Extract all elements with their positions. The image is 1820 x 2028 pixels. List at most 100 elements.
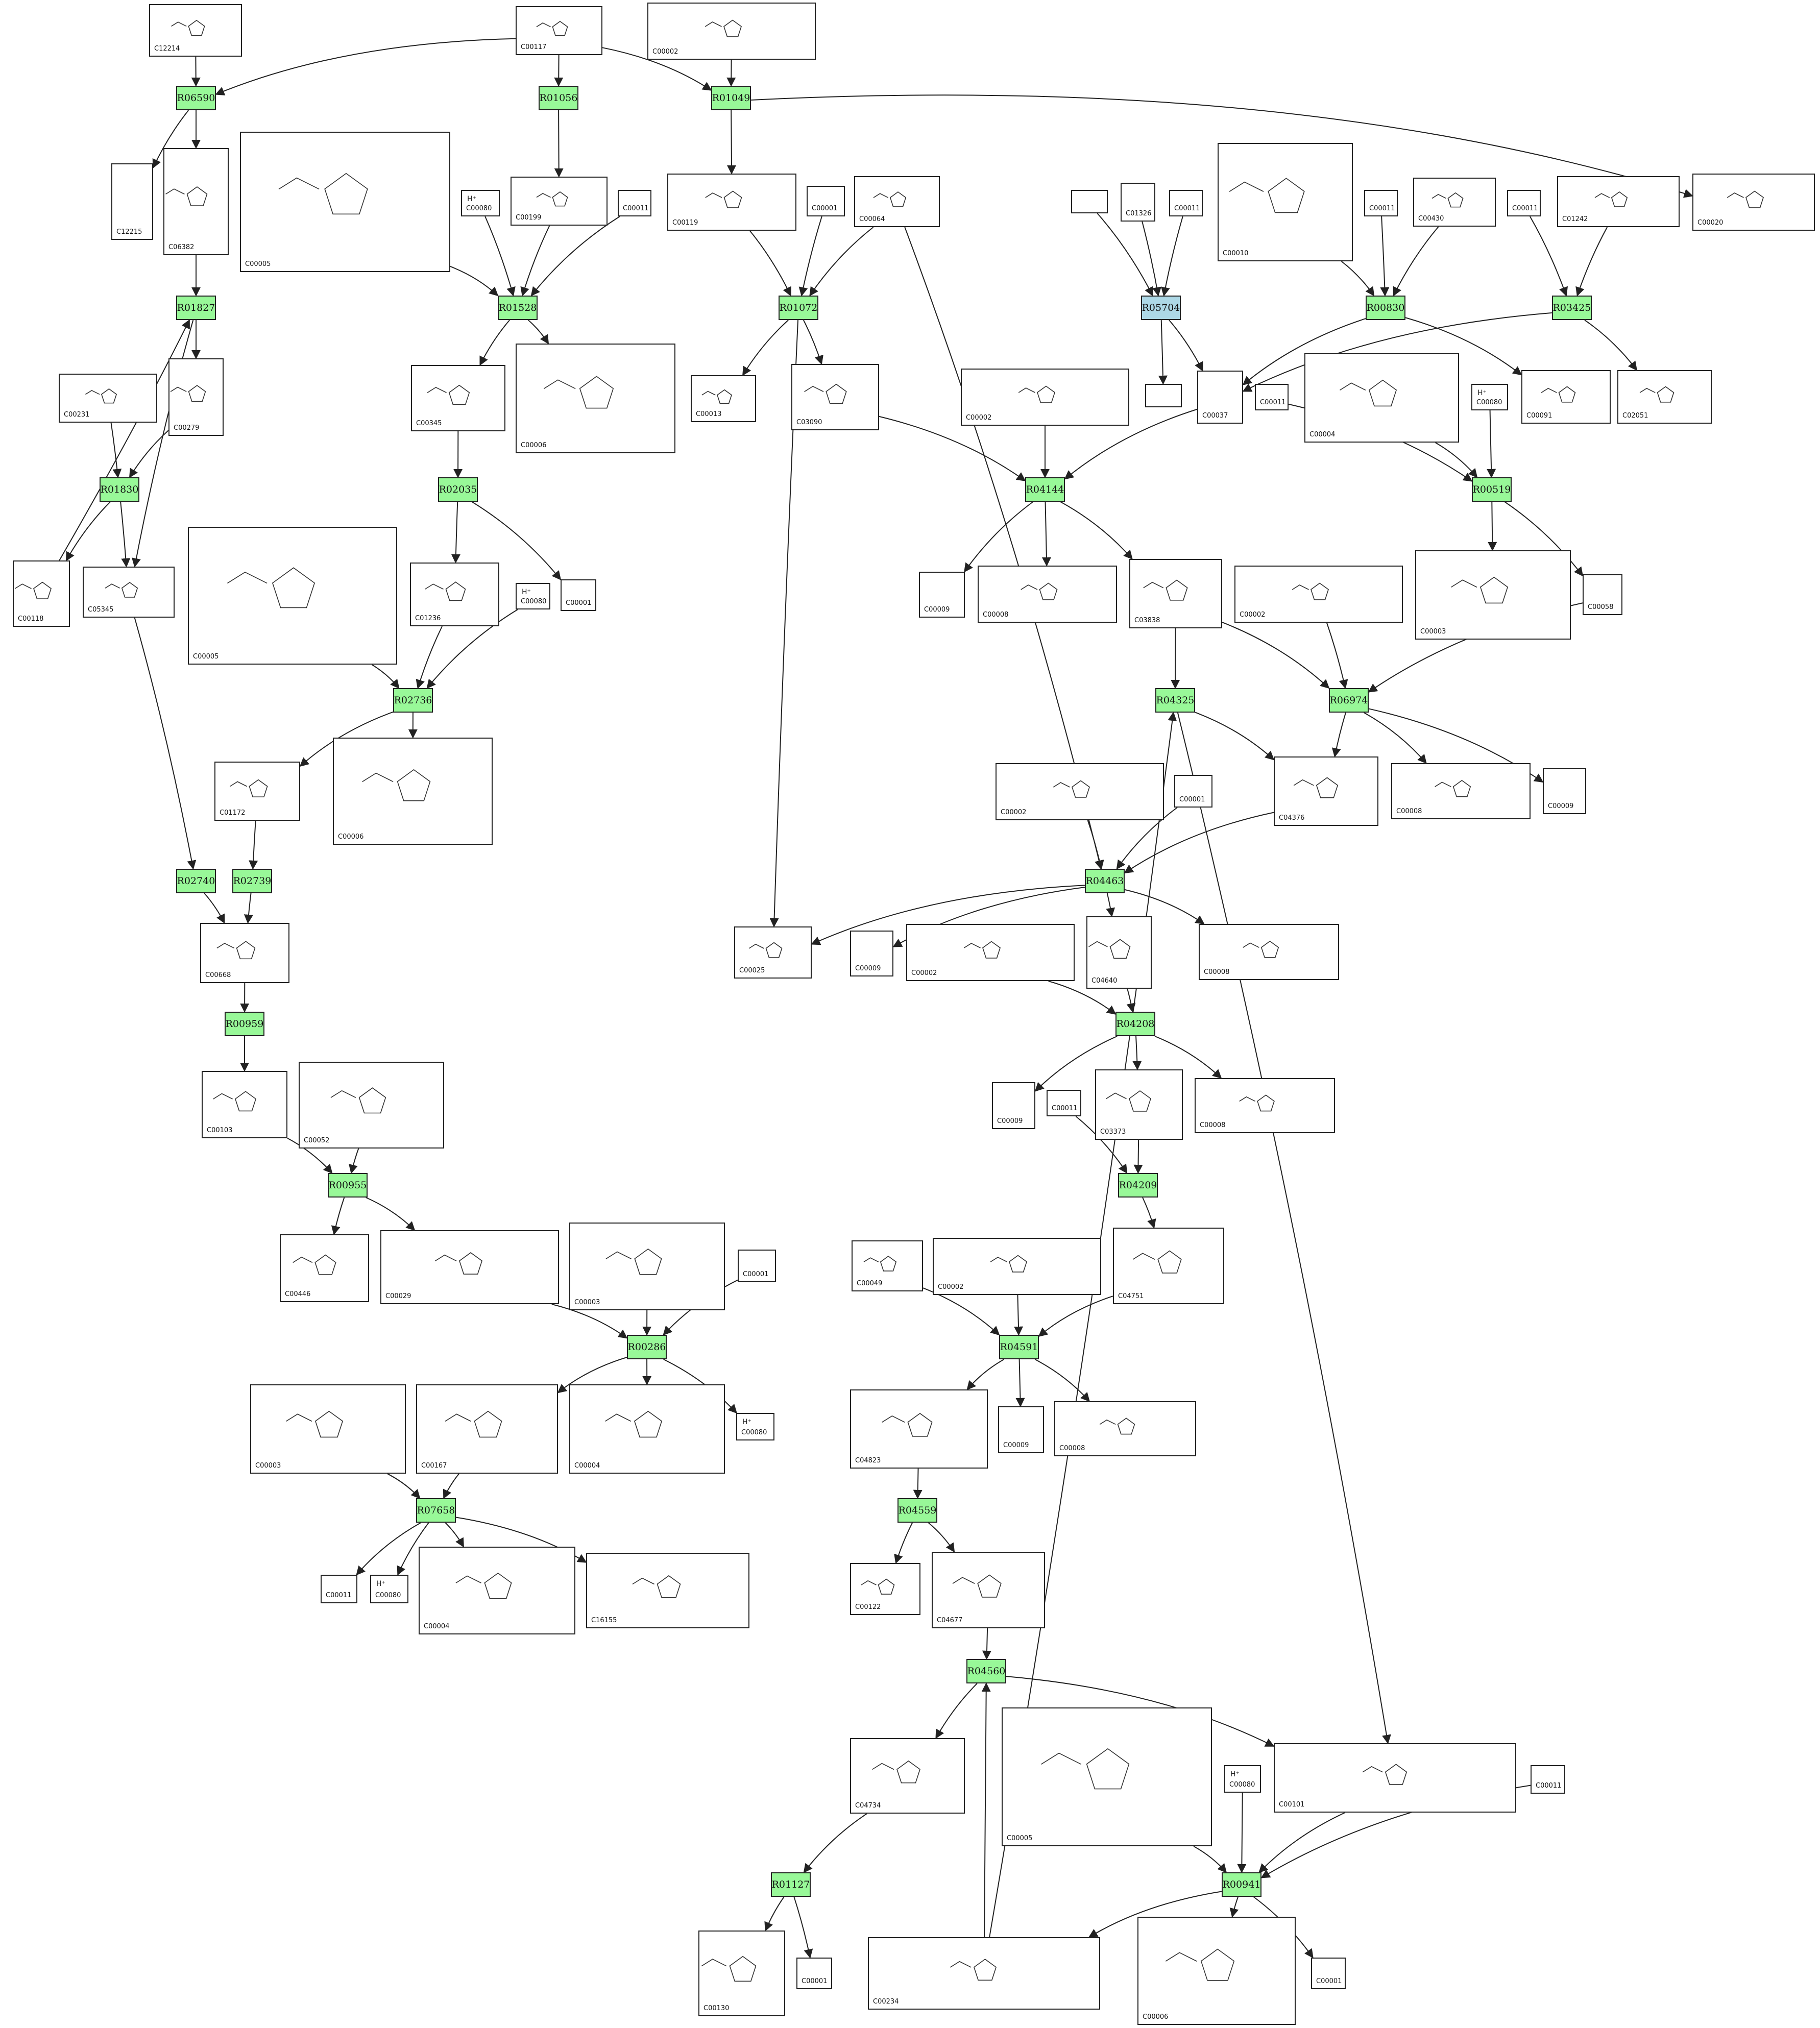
compound-C00025[interactable]: C00025 xyxy=(734,926,812,979)
compound-C00080[interactable]: H⁺C00080 xyxy=(736,1413,774,1440)
compound-C00006[interactable]: C00006 xyxy=(333,738,493,845)
reaction-R00286[interactable]: R00286 xyxy=(627,1335,667,1359)
compound-C00002[interactable]: C00002 xyxy=(906,924,1075,981)
compound-C04751[interactable]: C04751 xyxy=(1113,1228,1224,1304)
compound-C00080[interactable]: H⁺C00080 xyxy=(370,1575,408,1603)
compound-C00001[interactable]: C00001 xyxy=(796,1958,832,1989)
compound-C00080[interactable]: H⁺C00080 xyxy=(461,190,500,216)
reaction-R05704[interactable]: R05704 xyxy=(1141,296,1181,320)
compound-C00080[interactable]: H⁺C00080 xyxy=(516,583,550,609)
compound-C00167[interactable]: C00167 xyxy=(416,1384,558,1474)
compound-C00101[interactable]: C00101 xyxy=(1274,1743,1516,1813)
compound-C00011[interactable]: C00011 xyxy=(1255,384,1289,410)
compound-C00001[interactable]: C00001 xyxy=(738,1250,776,1282)
compound-C00029[interactable]: C00029 xyxy=(380,1230,559,1304)
reaction-R00959[interactable]: R00959 xyxy=(225,1012,264,1036)
compound-C00001[interactable]: C00001 xyxy=(1311,1958,1346,1989)
reaction-R04463[interactable]: R04463 xyxy=(1085,869,1125,893)
compound-C00009[interactable]: C00009 xyxy=(919,572,965,618)
reaction-R00830[interactable]: R00830 xyxy=(1366,296,1405,320)
reaction-R04591[interactable]: R04591 xyxy=(999,1335,1039,1359)
reaction-R02035[interactable]: R02035 xyxy=(438,477,478,502)
compound-C00011[interactable]: C00011 xyxy=(1364,190,1398,216)
reaction-R04209[interactable]: R04209 xyxy=(1118,1173,1158,1198)
compound-C00013[interactable]: C00013 xyxy=(691,375,756,422)
compound-C00011[interactable]: C00011 xyxy=(1531,1765,1565,1794)
compound-C02051[interactable]: C02051 xyxy=(1617,370,1712,424)
compound-C00006[interactable]: C00006 xyxy=(516,344,675,453)
compound-C00002[interactable]: C00002 xyxy=(961,369,1129,426)
compound-C00008[interactable]: C00008 xyxy=(1195,1078,1335,1133)
reaction-R01830[interactable]: R01830 xyxy=(100,477,139,502)
reaction-R06590[interactable]: R06590 xyxy=(176,86,216,110)
compound-C04823[interactable]: C04823 xyxy=(850,1389,988,1469)
compound-C00064[interactable]: C00064 xyxy=(854,176,940,227)
compound-C04376[interactable]: C04376 xyxy=(1274,756,1378,826)
compound-C04640[interactable]: C04640 xyxy=(1086,916,1152,989)
compound-blank[interactable] xyxy=(1145,384,1182,407)
reaction-R04144[interactable]: R04144 xyxy=(1025,477,1065,502)
reaction-R02740[interactable]: R02740 xyxy=(176,869,216,893)
compound-C00005[interactable]: C00005 xyxy=(188,527,397,665)
compound-C00011[interactable]: C00011 xyxy=(1507,190,1541,216)
reaction-R06974[interactable]: R06974 xyxy=(1329,688,1369,713)
compound-C00122[interactable]: C00122 xyxy=(850,1563,920,1615)
reaction-R02739[interactable]: R02739 xyxy=(232,869,272,893)
compound-C00009[interactable]: C00009 xyxy=(998,1406,1044,1453)
compound-C00279[interactable]: C00279 xyxy=(168,358,224,436)
compound-C00052[interactable]: C00052 xyxy=(299,1062,444,1149)
compound-C00008[interactable]: C00008 xyxy=(978,566,1117,623)
compound-C00003[interactable]: C00003 xyxy=(1415,550,1571,640)
compound-C00004[interactable]: C00004 xyxy=(1304,353,1459,443)
compound-C00002[interactable]: C00002 xyxy=(933,1238,1101,1295)
compound-C01172[interactable]: C01172 xyxy=(214,762,300,821)
compound-C00011[interactable]: C00011 xyxy=(618,190,651,216)
reaction-R01528[interactable]: R01528 xyxy=(498,296,538,320)
compound-C00446[interactable]: C00446 xyxy=(280,1234,369,1302)
compound-C00103[interactable]: C00103 xyxy=(202,1071,287,1138)
reaction-R01127[interactable]: R01127 xyxy=(771,1872,811,1897)
reaction-R01827[interactable]: R01827 xyxy=(176,296,216,320)
compound-C00001[interactable]: C00001 xyxy=(807,186,845,216)
compound-C03838[interactable]: C03838 xyxy=(1129,559,1222,628)
compound-C00037[interactable]: C00037 xyxy=(1197,371,1243,424)
compound-C00117[interactable]: C00117 xyxy=(516,6,602,55)
compound-C00009[interactable]: C00009 xyxy=(1543,768,1586,814)
compound-C00002[interactable]: C00002 xyxy=(996,763,1164,820)
compound-C01242[interactable]: C01242 xyxy=(1557,176,1680,227)
reaction-R00519[interactable]: R00519 xyxy=(1472,477,1512,502)
compound-blank[interactable] xyxy=(1071,190,1108,213)
reaction-R01056[interactable]: R01056 xyxy=(539,86,578,110)
compound-C00049[interactable]: C00049 xyxy=(852,1240,923,1291)
compound-C00130[interactable]: C00130 xyxy=(698,1931,785,2016)
reaction-R00941[interactable]: R00941 xyxy=(1222,1872,1261,1897)
compound-C00080[interactable]: H⁺C00080 xyxy=(1224,1765,1261,1793)
compound-C00005[interactable]: C00005 xyxy=(240,132,450,272)
compound-C00006[interactable]: C00006 xyxy=(1137,1917,1296,2025)
compound-C00004[interactable]: C00004 xyxy=(569,1384,725,1474)
compound-C16155[interactable]: C16155 xyxy=(586,1553,749,1628)
compound-C06382[interactable]: C06382 xyxy=(163,148,229,255)
compound-C00118[interactable]: C00118 xyxy=(13,560,70,627)
compound-C00003[interactable]: C00003 xyxy=(250,1384,406,1474)
compound-C00345[interactable]: C00345 xyxy=(411,365,505,431)
compound-C05345[interactable]: C05345 xyxy=(83,567,175,618)
compound-C00008[interactable]: C00008 xyxy=(1391,763,1531,819)
compound-C00009[interactable]: C00009 xyxy=(992,1082,1035,1129)
compound-C01236[interactable]: C01236 xyxy=(410,563,499,626)
reaction-R04208[interactable]: R04208 xyxy=(1115,1012,1155,1036)
compound-C00008[interactable]: C00008 xyxy=(1054,1401,1196,1456)
compound-C00001[interactable]: C00001 xyxy=(1174,775,1212,808)
compound-C00004[interactable]: C00004 xyxy=(419,1547,575,1634)
reaction-R04325[interactable]: R04325 xyxy=(1155,688,1195,713)
compound-C00091[interactable]: C00091 xyxy=(1521,370,1611,424)
compound-C00002[interactable]: C00002 xyxy=(647,3,816,60)
compound-C12214[interactable]: C12214 xyxy=(149,4,242,57)
reaction-R04560[interactable]: R04560 xyxy=(966,1659,1006,1683)
reaction-R04559[interactable]: R04559 xyxy=(897,1498,937,1523)
compound-C00668[interactable]: C00668 xyxy=(200,923,289,983)
reaction-R00955[interactable]: R00955 xyxy=(328,1173,368,1198)
compound-C00009[interactable]: C00009 xyxy=(850,931,893,976)
compound-C00003[interactable]: C00003 xyxy=(569,1223,725,1310)
compound-C00011[interactable]: C00011 xyxy=(321,1575,357,1603)
